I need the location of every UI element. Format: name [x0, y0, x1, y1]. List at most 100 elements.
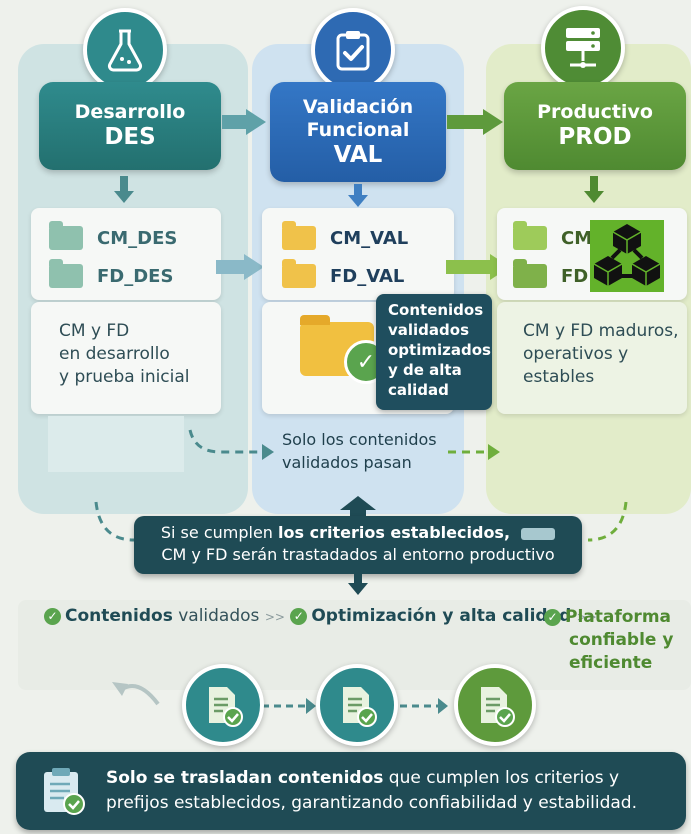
network-cubes-icon	[590, 220, 664, 292]
callout-line: Contenidos	[388, 301, 484, 319]
document-check-icon	[454, 664, 536, 746]
folder-icon	[282, 221, 316, 250]
dashed-connectors	[94, 429, 628, 542]
down-arrow-prod	[590, 176, 598, 192]
flow-item1-bold: Contenidos	[65, 606, 173, 626]
footer-line2: prefijos establecidos, garantizando conf…	[106, 793, 637, 813]
des-card: CM_DES FD_DES	[31, 208, 221, 300]
file-label: FD_VAL	[330, 265, 405, 287]
header-val: Validación Funcional VAL	[270, 82, 446, 182]
step-connectors	[112, 682, 448, 714]
file-label: FD_DES	[97, 265, 174, 287]
criteria-line1: Si se cumplen los criterios establecidos…	[134, 522, 582, 544]
footer-line1: Solo se trasladan contenidos que cumplen…	[106, 766, 637, 791]
flow-sep: >>	[576, 610, 597, 624]
desc-line: y prueba inicial	[59, 367, 190, 387]
check-icon: ✓	[44, 607, 61, 625]
folder-icon	[49, 259, 83, 288]
header-des-line1: Desarrollo	[74, 101, 186, 123]
flow-item3: ✓Plataforma confiable y eficiente	[544, 606, 673, 675]
arrow-fd-des-val	[216, 260, 246, 274]
down-arrow-prod-head	[584, 191, 604, 203]
criteria-bold: los criterios establecidos,	[278, 523, 511, 542]
folder-icon	[513, 221, 547, 250]
des-description: CM y FD en desarrollo y prueba inicial	[59, 320, 190, 389]
arrow-fd-val-prod	[446, 260, 492, 274]
document-check-icon	[316, 664, 398, 746]
header-prod-line1: Productivo	[537, 101, 653, 123]
flow-sep: >>	[264, 610, 285, 624]
folder-icon	[49, 221, 83, 250]
file-row: FD_DES	[49, 259, 174, 288]
desc-line: CM y FD	[59, 321, 130, 341]
footer-rest: que cumplen los criterios y	[383, 768, 620, 788]
file-label: CM_DES	[97, 227, 178, 249]
desc-line: operativos y	[523, 344, 629, 364]
flow-item3-line1: ✓Plataforma	[544, 606, 673, 629]
document-check-icon	[182, 664, 264, 746]
file-row: CM_VAL	[282, 221, 409, 250]
folder-icon	[513, 259, 547, 288]
header-prod-line2: PROD	[558, 124, 632, 150]
desc-line: en desarrollo	[59, 344, 170, 364]
file-row: CM_DES	[49, 221, 178, 250]
arrow-des-val	[222, 115, 248, 129]
arrow-val-prod	[447, 115, 485, 129]
prod-desc-card: CM y FD maduros, operativos y estables	[497, 302, 687, 414]
header-des: Desarrollo DES	[39, 82, 221, 170]
header-des-line2: DES	[104, 124, 156, 150]
criteria-banner: Si se cumplen los criterios establecidos…	[134, 516, 582, 574]
pass-note: Solo los contenidos validados pasan	[282, 428, 437, 474]
des-desc-card: CM y FD en desarrollo y prueba inicial	[31, 302, 221, 414]
check-icon: ✓	[544, 608, 561, 626]
down-arrow-des	[120, 176, 128, 192]
footer-text: Solo se trasladan contenidos que cumplen…	[106, 766, 637, 816]
file-label: CM_VAL	[330, 227, 409, 249]
folder-icon	[282, 259, 316, 288]
desc-line: estables	[523, 367, 595, 387]
callout-line: optimizados	[388, 341, 491, 359]
callout-line: y de alta	[388, 361, 462, 379]
pass-note-line: validados pasan	[282, 453, 412, 472]
decorative-icons	[521, 527, 556, 540]
callout-line: calidad	[388, 381, 449, 399]
val-card: CM_VAL FD_VAL	[262, 208, 454, 300]
down-arrow-val-head	[348, 195, 368, 207]
down-arrow-banner	[354, 574, 362, 584]
file-label: FD	[561, 265, 589, 287]
callout-box: Contenidos validados optimizados y de al…	[376, 294, 492, 410]
server-icon	[541, 6, 625, 90]
check-icon: ✓	[290, 607, 308, 625]
flow-row: ✓Contenidos validados >> ✓Optimización y…	[44, 606, 597, 626]
clipboard-check-icon	[42, 766, 86, 816]
header-prod: Productivo PROD	[504, 82, 686, 170]
folder-tab	[300, 315, 330, 325]
callout-line: validados	[388, 321, 470, 339]
header-val-line1: Validación	[302, 95, 414, 118]
des-placeholder-box	[48, 416, 184, 472]
file-row: FD_VAL	[282, 259, 405, 288]
file-row: FD	[513, 259, 589, 288]
file-label: CM	[561, 227, 593, 249]
pass-note-line: Solo los contenidos	[282, 430, 437, 449]
flow-item3-line2: confiable y	[569, 630, 674, 650]
prod-description: CM y FD maduros, operativos y estables	[523, 320, 679, 389]
file-row: CM	[513, 221, 593, 250]
clipboard-check-icon	[311, 8, 395, 92]
down-arrow-val	[354, 184, 362, 196]
footer-banner: Solo se trasladan contenidos que cumplen…	[16, 752, 686, 830]
arrow-fd-des-val-head	[244, 254, 264, 280]
arrow-val-prod-head	[483, 109, 503, 135]
arrow-des-val-head	[246, 109, 266, 135]
criteria-line2: CM y FD serán trastadados al entorno pro…	[161, 545, 555, 564]
header-val-line3: VAL	[333, 141, 383, 168]
flow-item3-line3: eficiente	[569, 653, 653, 673]
flow-item2: Optimización y alta calidad	[311, 606, 572, 626]
criteria-pre: Si se cumplen	[160, 523, 279, 542]
desc-line: CM y FD maduros,	[523, 321, 679, 341]
header-val-line2: Funcional	[306, 118, 410, 141]
footer-bold: Solo se trasladan contenidos	[106, 768, 384, 788]
down-arrow-banner-head	[348, 583, 368, 595]
down-arrow-des-head	[114, 191, 134, 203]
flow-item1-rest: validados	[172, 606, 260, 626]
